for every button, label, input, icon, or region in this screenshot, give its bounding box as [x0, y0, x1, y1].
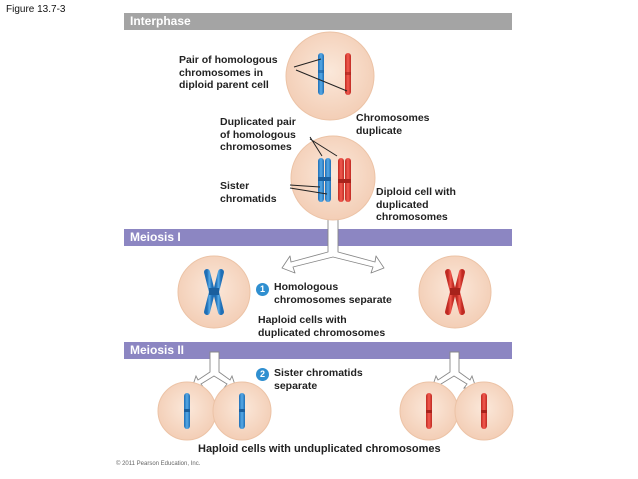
- step-1-badge: 1: [256, 283, 269, 296]
- meiosis2-cell-1: [157, 381, 217, 441]
- meiosis2-cell-4: [454, 381, 514, 441]
- parent-cell: [285, 31, 375, 121]
- interphase-band: Interphase: [124, 13, 512, 30]
- meiosis1-left-cell: [177, 255, 251, 329]
- label-haploid-duplicated: Haploid cells with duplicated chromosome…: [258, 314, 386, 339]
- label-sister-separate: Sister chromatids separate: [274, 367, 363, 392]
- leader-lines: [289, 58, 348, 195]
- label-sister-chromatids: Sister chromatids: [220, 180, 277, 205]
- meiosis2-band: Meiosis II: [124, 342, 512, 359]
- meiosis1-band: Meiosis I: [124, 229, 512, 246]
- label-homologous-separate: Homologous chromosomes separate: [274, 281, 392, 306]
- figure-label: Figure 13.7-3: [6, 4, 66, 15]
- label-chromosomes-duplicate: Chromosomes duplicate: [356, 112, 430, 137]
- split-arrow-left: [191, 351, 237, 389]
- meiosis2-cell-3: [399, 381, 459, 441]
- copyright: © 2011 Pearson Education, Inc.: [116, 461, 201, 467]
- label-diploid-duplicated: Diploid cell with duplicated chromosomes: [376, 186, 456, 223]
- label-duplicated-pair: Duplicated pair of homologous chromosome…: [220, 116, 296, 153]
- split-arrow-meiosis1: [281, 217, 385, 274]
- split-arrow-right: [431, 351, 477, 389]
- label-haploid-unduplicated: Haploid cells with unduplicated chromoso…: [198, 443, 441, 455]
- step-2-badge: 2: [256, 368, 269, 381]
- blue-chromosome: [318, 53, 324, 95]
- meiosis2-cell-2: [212, 381, 272, 441]
- label-pair-homologous: Pair of homologous chromosomes in diploi…: [179, 54, 278, 91]
- meiosis1-right-cell: [418, 255, 492, 329]
- arrows: [191, 217, 477, 389]
- duplicated-cell: [290, 135, 376, 221]
